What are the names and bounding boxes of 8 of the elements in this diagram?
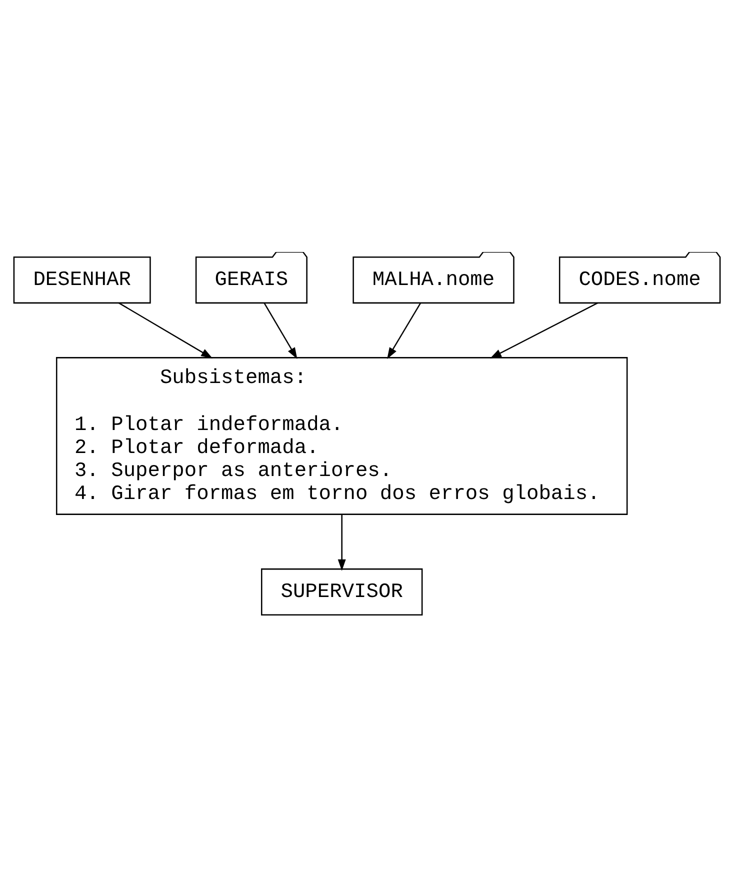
node-box: Subsistemas: 1. Plotar indeformada. 2. Plotar deformada. 3. Superpor as anteriores. 4. Girar formas em torno dos erros globais.	[56, 356, 628, 514]
node-box: SUPERVISOR	[261, 568, 423, 616]
arrow	[264, 302, 298, 359]
arrow	[490, 302, 598, 358]
arrow	[338, 514, 346, 570]
arrow	[118, 302, 213, 358]
node-box: DESENHAR	[13, 256, 151, 304]
arrow	[387, 302, 422, 359]
